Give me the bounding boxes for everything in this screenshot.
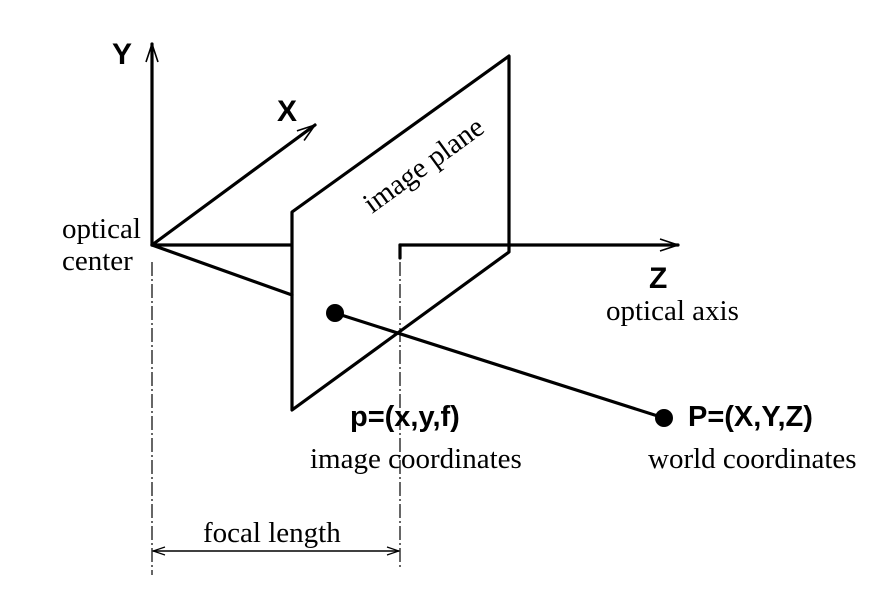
optical-center-label-line1: optical [62,213,141,245]
image-point-label: p=(x,y,f) [350,401,460,433]
y-axis-label: Y [112,38,132,71]
optical-axis-label: optical axis [606,295,739,327]
optical-center-label-line2: center [62,245,133,277]
world-point-dot [655,409,673,427]
x-axis-label: X [277,95,297,128]
world-point-label: P=(X,Y,Z) [688,401,813,433]
image-plane [290,54,511,412]
world-coordinates-label: world coordinates [648,443,857,475]
z-axis-label: Z [649,262,667,295]
projection-ray-back [333,311,666,420]
projection-ray-front [150,243,294,297]
x-axis-line [150,123,315,247]
image-point-dot [326,304,344,322]
image-coordinates-label: image coordinates [310,443,522,475]
focal-length-label: focal length [203,517,341,549]
